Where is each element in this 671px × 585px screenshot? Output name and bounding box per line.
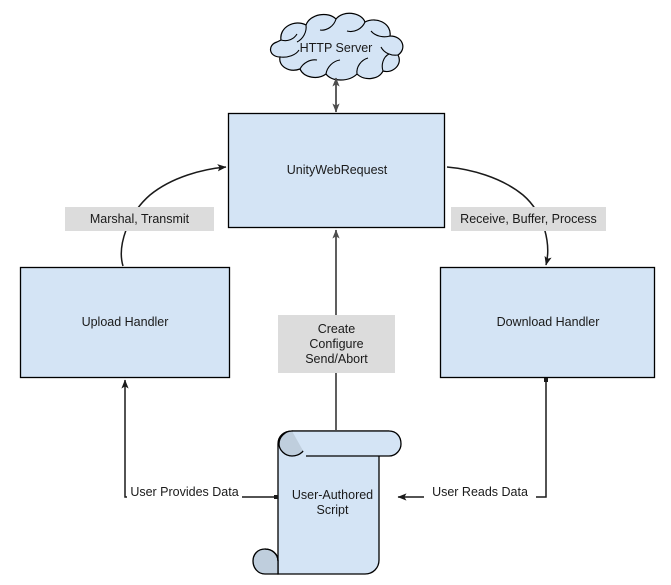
edge-label-user-reads-data: User Reads Data [424,483,536,502]
edge-label-receive-buffer-process: Receive, Buffer, Process [451,207,606,231]
edge-label-user-provides-data: User Provides Data [127,483,242,502]
edge-label-create-configure-send-abort: Create Configure Send/Abort [278,315,395,373]
edge-download-to-script [397,378,548,501]
node-unitywebrequest-shape [227,112,446,229]
edge-request-to-download [446,166,552,266]
edge-script-to-upload [121,379,278,499]
node-download-handler-shape [439,266,656,379]
node-http-server-shape [270,12,404,81]
edge-label-marshal-transmit: Marshal, Transmit [65,207,214,231]
node-upload-handler-shape [19,266,231,379]
edge-upload-to-request [120,164,227,267]
node-user-authored-script-shape [252,430,402,575]
